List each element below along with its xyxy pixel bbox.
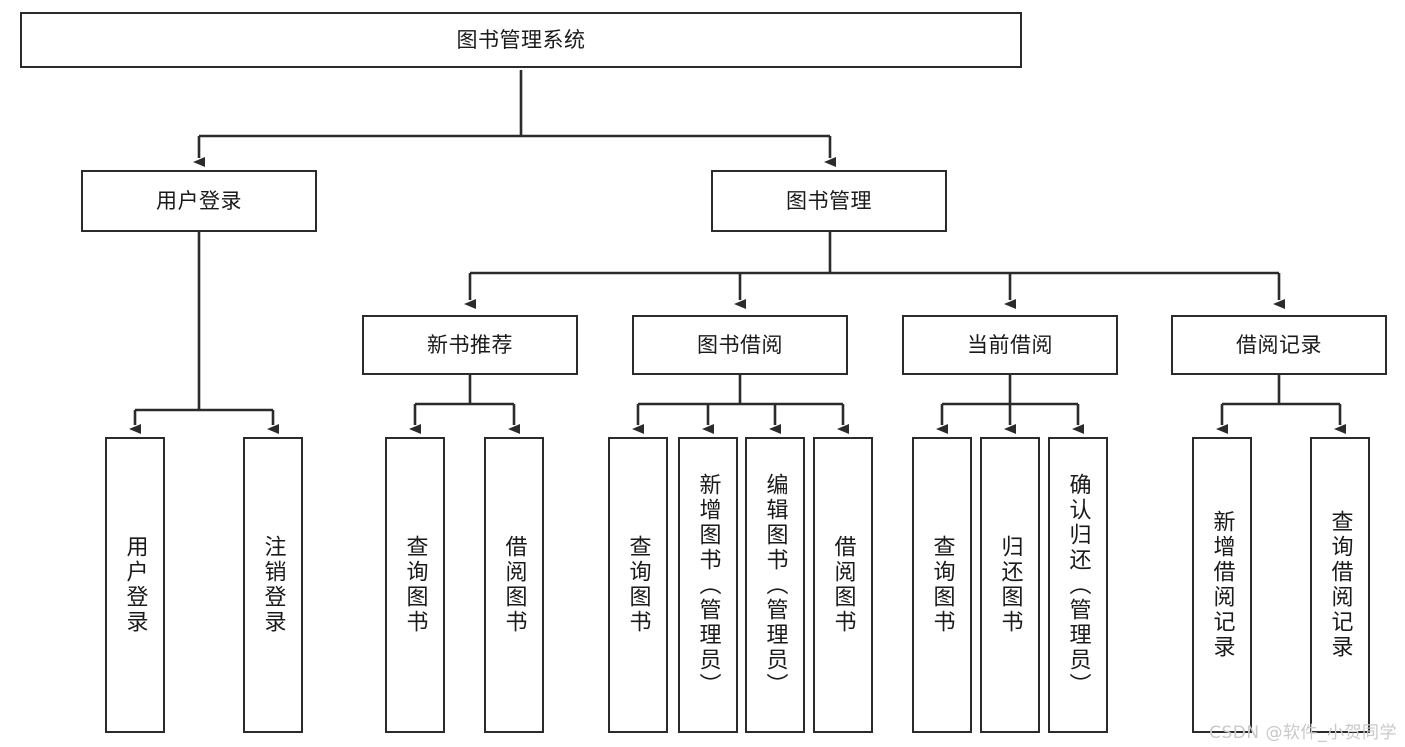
leaf-recommend-borrow-book[interactable]: 借阅图书 [484, 437, 544, 733]
leaf-logout-login[interactable]: 注销登录 [243, 437, 303, 733]
node-label: 归还图书 [997, 535, 1023, 635]
node-label: 查询图书 [929, 535, 955, 635]
node-book-borrow[interactable]: 图书借阅 [632, 315, 848, 375]
node-label: 新书推荐 [427, 332, 513, 357]
leaf-borrow-edit-book-admin[interactable]: 编辑图书（管理员） [745, 437, 805, 733]
leaf-borrow-borrow-book[interactable]: 借阅图书 [813, 437, 873, 733]
node-new-book-recommend[interactable]: 新书推荐 [362, 315, 578, 375]
node-label: 图书借阅 [697, 332, 783, 357]
node-label: 用户登录 [156, 188, 242, 213]
leaf-current-confirm-return-admin[interactable]: 确认归还（管理员） [1048, 437, 1108, 733]
leaf-current-return-book[interactable]: 归还图书 [980, 437, 1040, 733]
leaf-user-login[interactable]: 用户登录 [105, 437, 165, 733]
node-label: 图书管理系统 [456, 27, 586, 52]
node-label: 编辑图书（管理员） [762, 472, 788, 698]
node-label: 当前借阅 [967, 332, 1053, 357]
node-label: 借阅图书 [501, 535, 527, 635]
leaf-borrow-query-book[interactable]: 查询图书 [608, 437, 668, 733]
node-label: 查询借阅记录 [1327, 510, 1353, 660]
node-label: 新增图书（管理员） [695, 472, 721, 698]
node-label: 用户登录 [122, 535, 148, 635]
leaf-current-query-book[interactable]: 查询图书 [912, 437, 972, 733]
node-user-login[interactable]: 用户登录 [81, 170, 317, 232]
node-book-management[interactable]: 图书管理 [711, 170, 947, 232]
node-current-borrow[interactable]: 当前借阅 [902, 315, 1118, 375]
watermark: CSDN @软件_小贺同学 [1209, 723, 1397, 743]
node-label: 借阅记录 [1236, 332, 1322, 357]
node-borrow-record[interactable]: 借阅记录 [1171, 315, 1387, 375]
node-label: 图书管理 [786, 188, 872, 213]
leaf-record-query-borrow-record[interactable]: 查询借阅记录 [1310, 437, 1370, 733]
node-label: 查询图书 [625, 535, 651, 635]
node-label: 注销登录 [260, 535, 286, 635]
leaf-recommend-query-book[interactable]: 查询图书 [385, 437, 445, 733]
node-label: 查询图书 [402, 535, 428, 635]
node-label: 确认归还（管理员） [1065, 472, 1091, 698]
node-root-system[interactable]: 图书管理系统 [20, 12, 1022, 68]
node-label: 借阅图书 [830, 535, 856, 635]
node-label: 新增借阅记录 [1209, 510, 1235, 660]
leaf-borrow-add-book-admin[interactable]: 新增图书（管理员） [678, 437, 738, 733]
leaf-record-add-borrow-record[interactable]: 新增借阅记录 [1192, 437, 1252, 733]
